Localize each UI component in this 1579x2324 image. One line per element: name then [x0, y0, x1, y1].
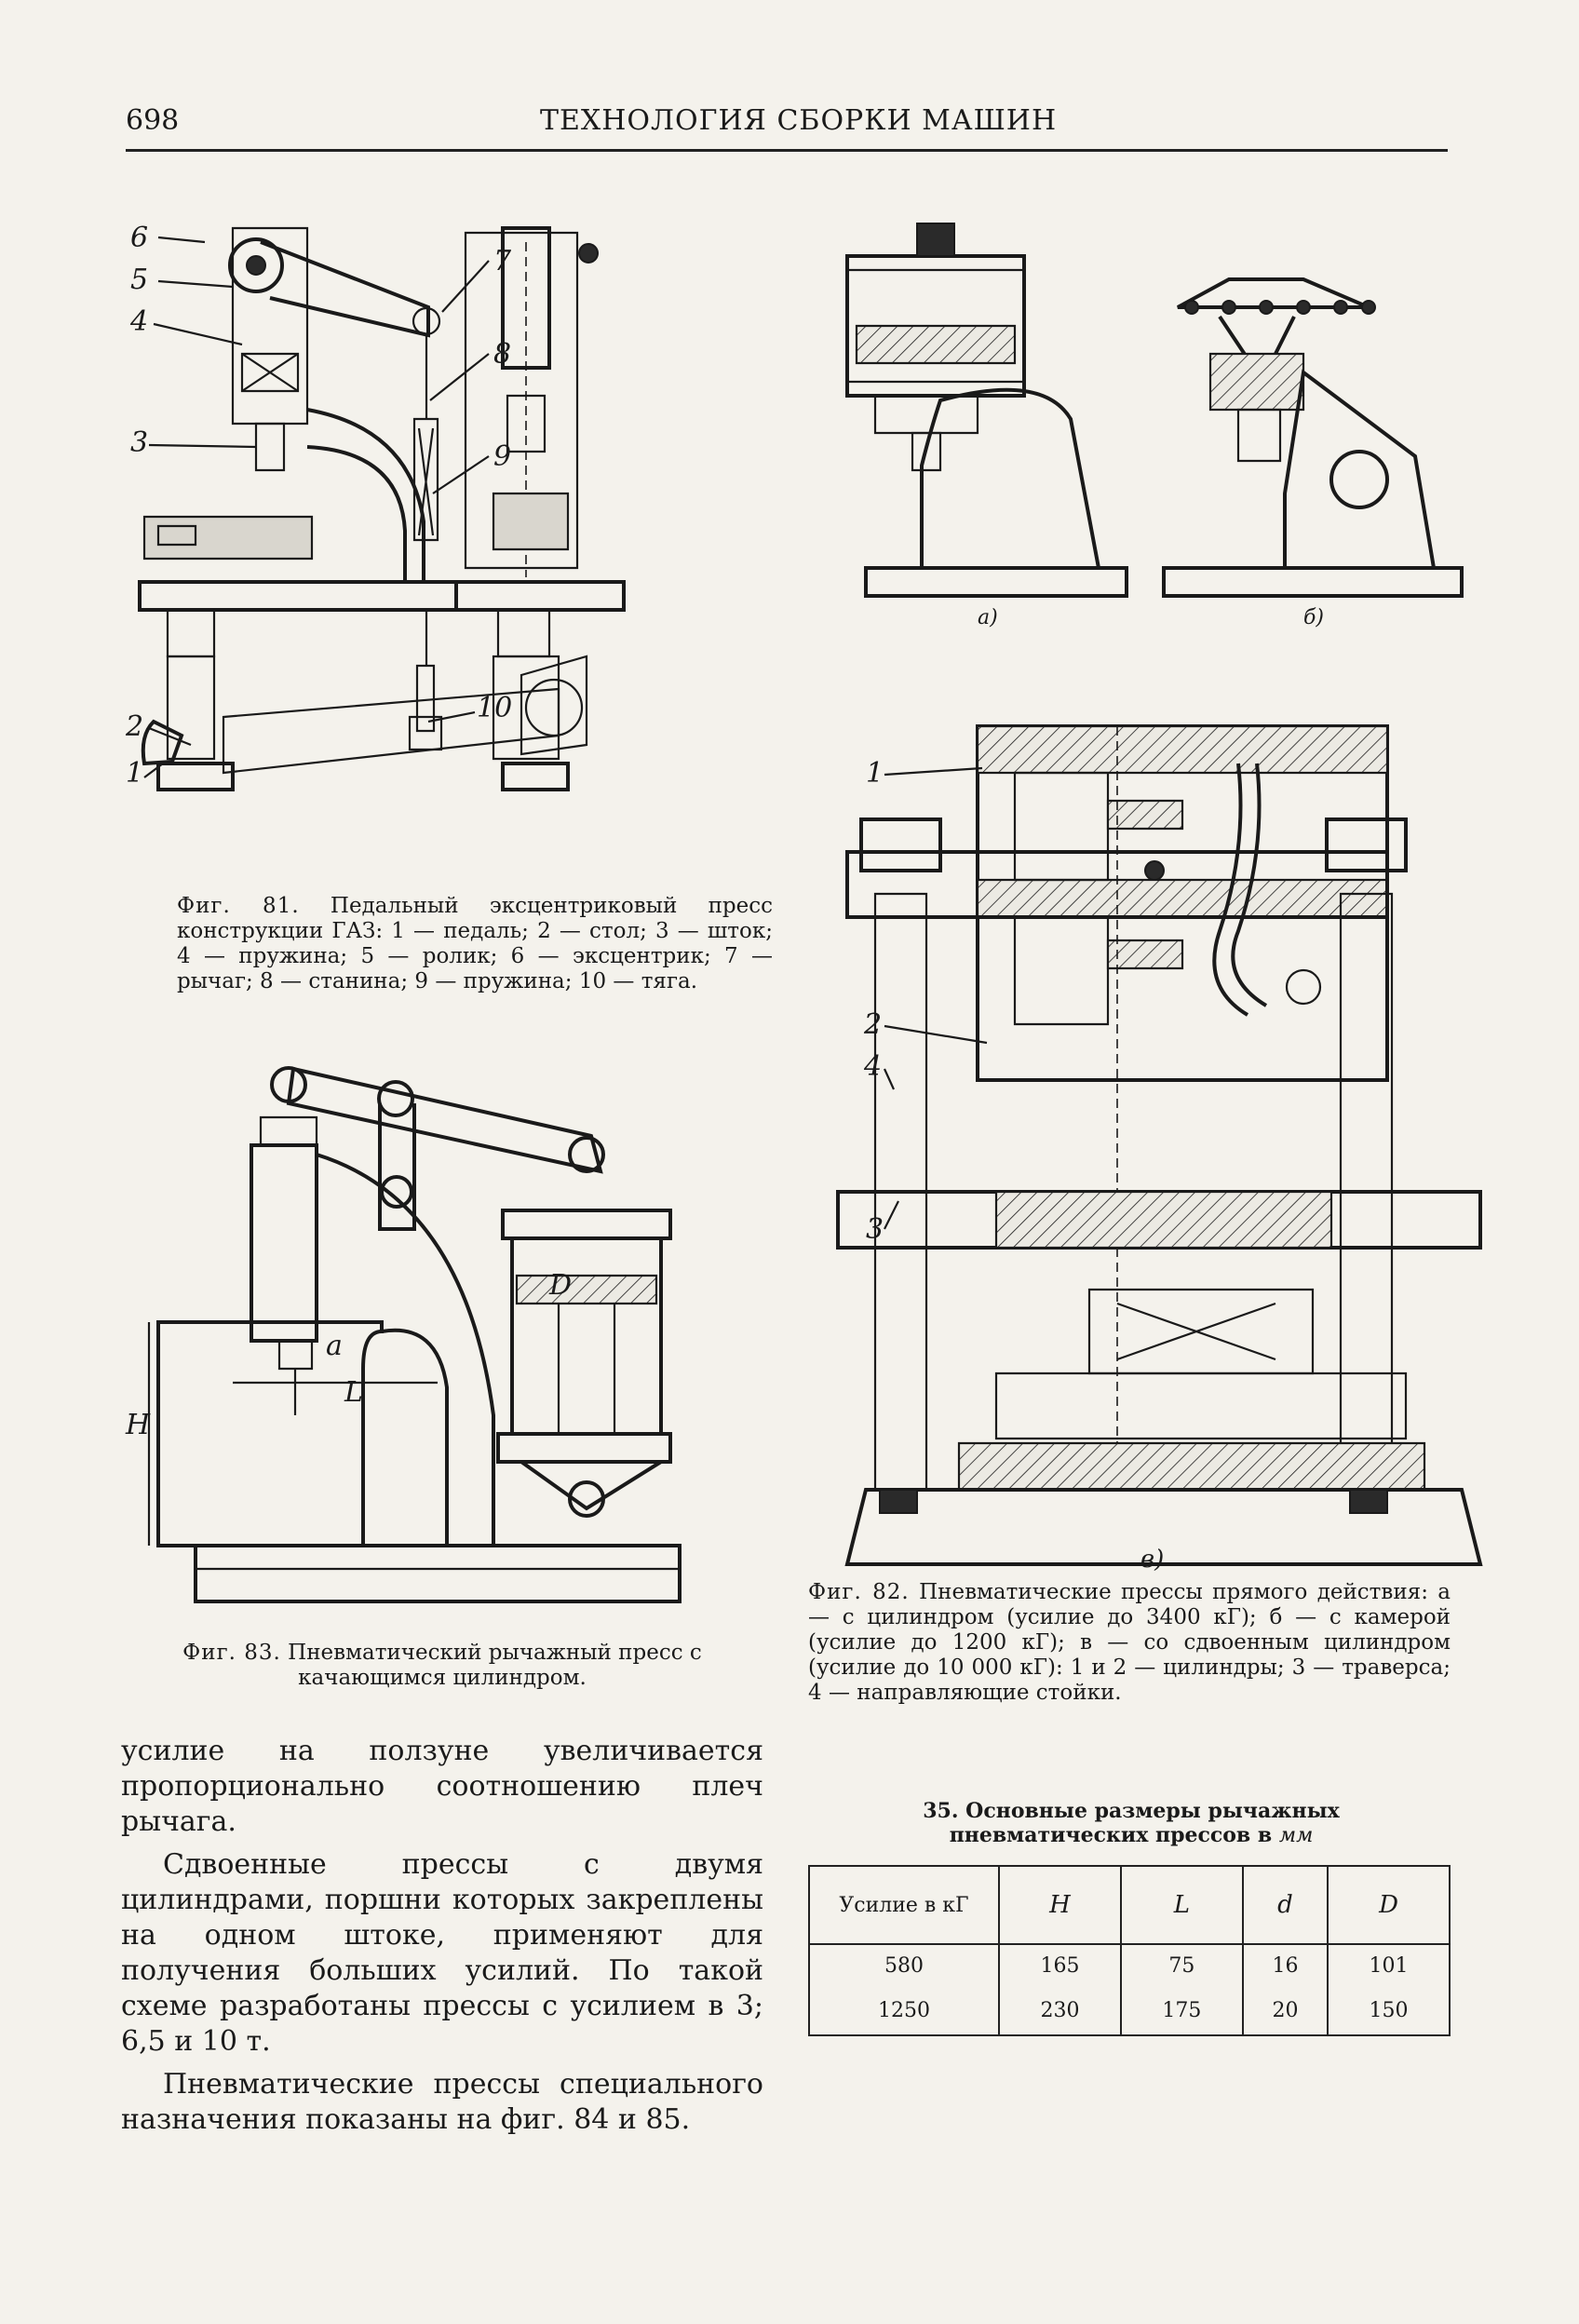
fig82c-columns — [838, 819, 1480, 1490]
figure-81-drawing: 6 5 4 3 7 8 9 10 2 1 — [125, 222, 708, 885]
table-cell: 1250 — [808, 1986, 1000, 2035]
table-cell: 75 — [1119, 1944, 1244, 1986]
table-row: 580 165 75 16 101 — [808, 1944, 1451, 1986]
table-cell: 230 — [998, 1986, 1122, 2035]
figure-82-caption: Фиг. 82. Пневматические прессы прямого д… — [808, 1580, 1451, 1706]
fig81-caption-text: Педальный эксцентриковый пресс конструкц… — [177, 894, 773, 993]
figure-83-drawing: D a H L — [125, 1061, 708, 1620]
table-row: 1250 230 175 20 150 — [808, 1986, 1451, 2035]
table-cell: 20 — [1241, 1986, 1329, 2035]
fig81-label-5: 5 — [130, 263, 148, 296]
table-header-H: H — [998, 1866, 1122, 1945]
table-header-D: D — [1327, 1866, 1451, 1945]
fig82-label-2: 2 — [863, 1008, 882, 1041]
fig82c-cylinder-block — [978, 726, 1387, 1480]
table-title-line-2: пневматических прессов в мм — [819, 1823, 1443, 1848]
fig82-caption-head: Фиг. 82. — [808, 1580, 910, 1604]
table-title-line-1: 35. Основные размеры рычажных — [923, 1799, 1340, 1823]
table-cell: 165 — [998, 1944, 1122, 1986]
table-cell: 150 — [1327, 1986, 1451, 2035]
paragraph-2: Сдвоенные прессы с двумя цилиндрами, пор… — [121, 1848, 763, 2058]
page-number: 698 — [126, 104, 180, 137]
table-header-L: L — [1119, 1866, 1244, 1945]
fig81-label-7: 7 — [493, 245, 512, 277]
table-header-row: Усилие в кГ H L d D — [808, 1866, 1451, 1945]
table-title-line-2-text: пневматических прессов в — [949, 1823, 1273, 1847]
paragraph-3: Пневматические прессы специального назна… — [121, 2068, 763, 2136]
fig83-label-L: L — [344, 1376, 363, 1409]
fig83-label-a: a — [326, 1330, 343, 1362]
fig83-caption-text: Пневматический рычажный пресс с качающим… — [288, 1641, 702, 1690]
fig82b-press — [1164, 279, 1462, 596]
fig82-sub-a: а) — [978, 606, 998, 629]
table-cell: 175 — [1119, 1986, 1244, 2035]
fig82-sub-b: б) — [1303, 606, 1324, 629]
table-cell: 580 — [808, 1944, 1000, 1986]
table-title: 35. Основные размеры рычажных пневматиче… — [819, 1799, 1443, 1848]
fig82c-base — [847, 1290, 1480, 1564]
fig81-label-3: 3 — [130, 426, 148, 459]
figure-83-caption: Фиг. 83. Пневматический рычажный пресс с… — [177, 1641, 708, 1691]
fig83-press — [149, 1068, 680, 1601]
fig81-label-6: 6 — [130, 222, 148, 254]
table-header-force: Усилие в кГ — [808, 1866, 1000, 1945]
fig81-side-view — [140, 228, 559, 790]
dimensions-table: Усилие в кГ H L d D 580 165 75 16 101 12… — [808, 1865, 1451, 2036]
fig81-label-2: 2 — [125, 710, 143, 743]
fig83-caption-head: Фиг. 83. — [182, 1641, 281, 1665]
fig81-caption-head: Фиг. 81. — [177, 894, 300, 918]
fig83-label-H: H — [125, 1409, 151, 1441]
fig82-sub-c: в) — [1140, 1546, 1165, 1574]
table-header-d: d — [1241, 1866, 1329, 1945]
running-title: ТЕХНОЛОГИЯ СБОРКИ МАШИН — [540, 104, 1058, 137]
fig82-caption-text: Пневматические прессы прямого действия: … — [808, 1580, 1451, 1705]
fig82-label-4: 4 — [863, 1050, 882, 1083]
fig81-label-1: 1 — [126, 757, 143, 790]
fig81-front-view — [456, 228, 624, 790]
figure-82c-drawing: 1 2 4 3 — [810, 708, 1462, 1564]
fig81-label-8: 8 — [493, 338, 511, 371]
paragraph-1: усилие на ползуне увеличивается пропорци… — [121, 1735, 763, 1838]
fig81-label-10: 10 — [477, 692, 512, 724]
fig82-label-1: 1 — [866, 757, 884, 790]
table-cell: 16 — [1241, 1944, 1329, 1986]
fig82a-press — [847, 223, 1127, 596]
fig81-label-9: 9 — [493, 440, 511, 473]
fig82-label-3: 3 — [866, 1213, 884, 1246]
fig83-label-D: D — [548, 1269, 572, 1302]
figure-81-caption: Фиг. 81. Педальный эксцентриковый пресс … — [177, 894, 773, 994]
table-cell: 101 — [1327, 1944, 1451, 1986]
header-rule — [126, 149, 1448, 152]
table-title-unit: мм — [1278, 1824, 1314, 1847]
fig81-label-4: 4 — [129, 305, 148, 338]
figure-82ab-drawing: а) б) — [819, 214, 1471, 629]
body-text: усилие на ползуне увеличивается пропорци… — [121, 1734, 763, 2145]
